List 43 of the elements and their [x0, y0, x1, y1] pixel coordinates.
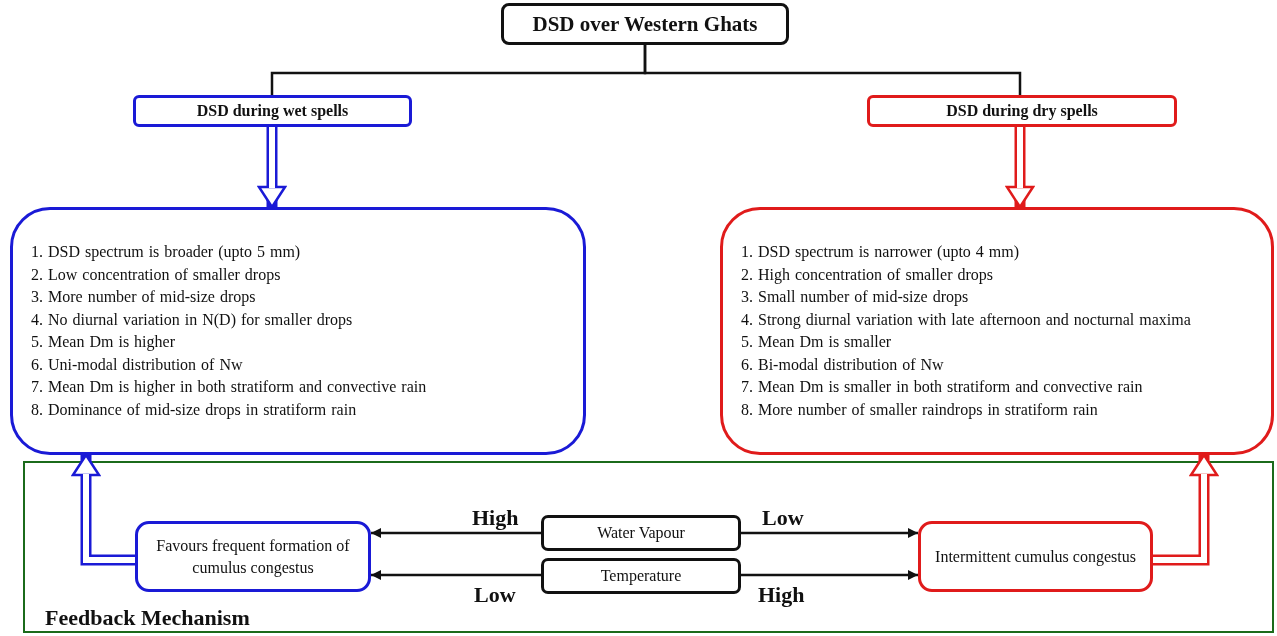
- heading: DSD during wet spells: [196, 102, 349, 120]
- hollow-arrow: [1153, 453, 1219, 566]
- list-item: 8. Dominance of mid-size drops in stratiform rain: [31, 399, 358, 421]
- process-box: [918, 521, 1153, 592]
- category-box: [133, 95, 412, 127]
- title-box: [501, 3, 789, 45]
- list-item: 5. Mean Dm is smaller: [741, 332, 893, 352]
- list-item: 3. Small number of mid-size drops: [741, 287, 970, 308]
- arrow: [371, 570, 541, 580]
- list-panel: [10, 207, 586, 455]
- category-box: [867, 95, 1177, 127]
- list-item: 6. Bi-modal distribution of Nw: [741, 354, 945, 375]
- hollow-arrow: [1005, 127, 1035, 209]
- box-text: Intermittent cumulus congestus: [935, 546, 1136, 568]
- process-box: [135, 521, 371, 592]
- box-text: Water Vapour: [597, 523, 685, 544]
- list-item: 8. More number of smaller raindrops in stratiform rain: [741, 399, 1099, 421]
- box-text: Temperature: [600, 566, 682, 587]
- arrow: [371, 528, 541, 538]
- connector-line: [643, 45, 1022, 95]
- list-item: 2. Low concentration of smaller drops: [31, 264, 282, 286]
- list-item: 2. High concentration of smaller drops: [741, 264, 995, 286]
- list-item: 7. Mean Dm is higher in both stratiform and convective rain: [31, 377, 428, 398]
- heading: DSD during dry spells: [946, 102, 1098, 120]
- arrow: [741, 528, 918, 538]
- list-item: 5. Mean Dm is higher: [31, 332, 176, 353]
- panel-heading: Feedback Mechanism: [45, 605, 250, 631]
- hollow-arrow: [71, 453, 135, 566]
- list-item: 7. Mean Dm is smaller in both stratiform and convective rain: [741, 377, 1144, 397]
- box-text: Favours frequent formation of cumulus congestus: [155, 535, 351, 579]
- list-item: 4. No diurnal variation in N(D) for smaller drops: [31, 309, 354, 331]
- arrow: [741, 570, 918, 580]
- list-item: 1. DSD spectrum is broader (upto 5 mm): [31, 242, 302, 263]
- hollow-arrow: [257, 127, 287, 209]
- list-panel: [720, 207, 1274, 455]
- list-item: 1. DSD spectrum is narrower (upto 4 mm): [741, 242, 1021, 263]
- variable-box: [541, 558, 741, 594]
- list-item: 4. Strong diurnal variation with late afternoon and nocturnal maxima: [741, 309, 1192, 331]
- heading: DSD over Western Ghats: [532, 11, 758, 37]
- feedback-panel: [23, 461, 1274, 633]
- list-item: 3. More number of mid-size drops: [31, 287, 257, 308]
- list-item: 6. Uni-modal distribution of Nw: [31, 354, 244, 375]
- variable-box: [541, 515, 741, 551]
